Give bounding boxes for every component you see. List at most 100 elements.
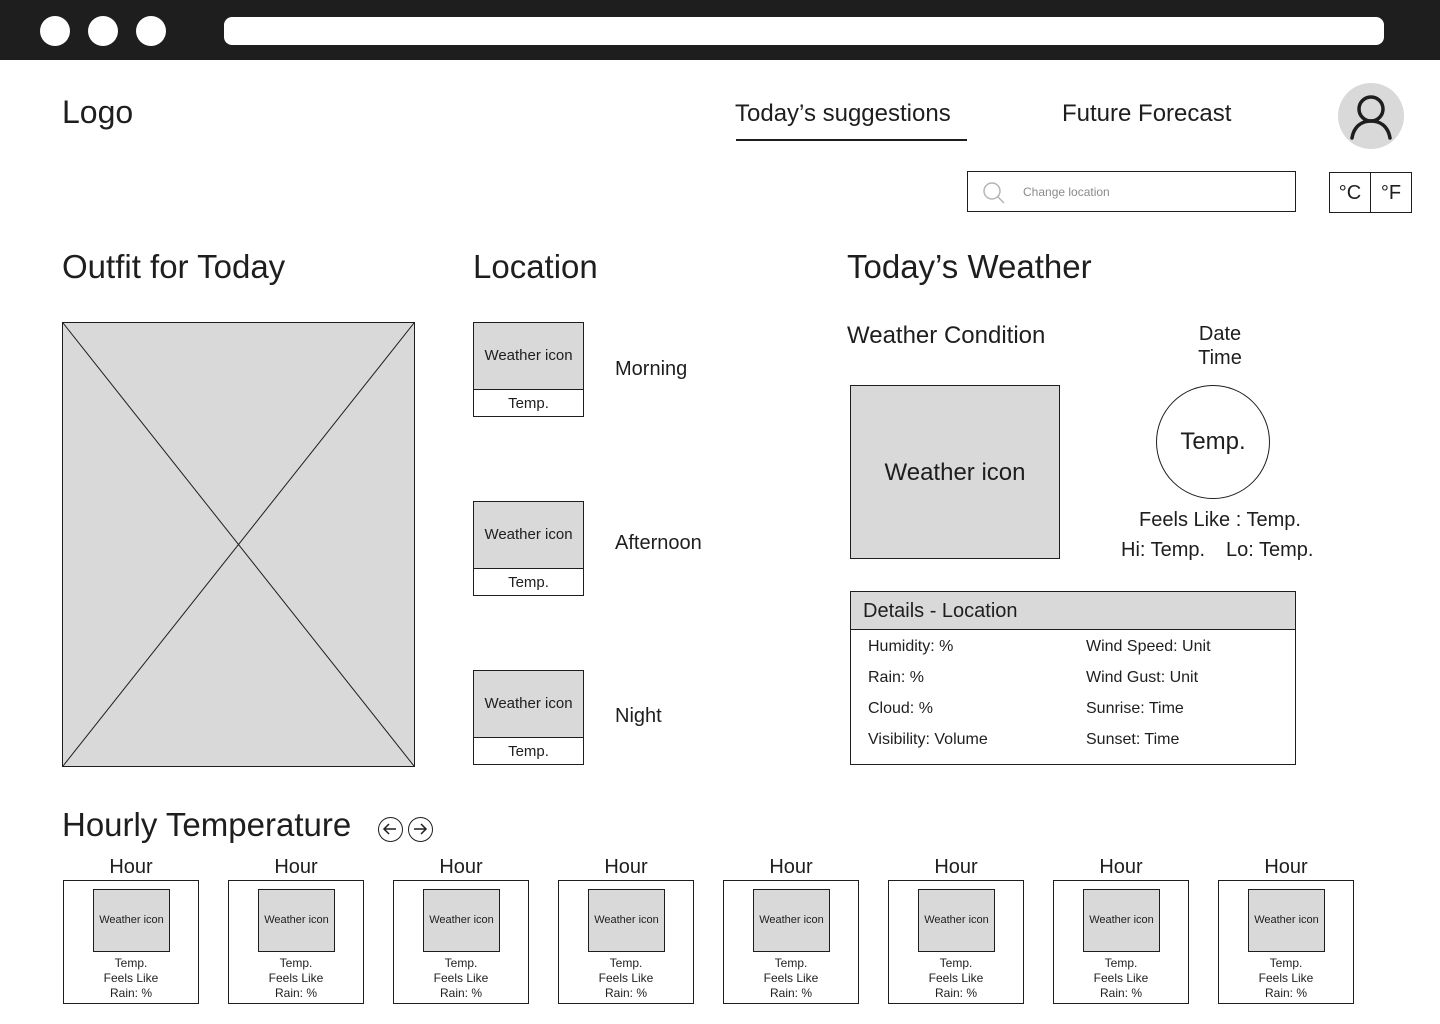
hour-feels-like: Feels Like — [1258, 971, 1314, 985]
detail-sunrise: Sunrise: Time — [1086, 700, 1184, 717]
weather-icon: Weather icon — [1248, 889, 1325, 952]
weather-icon: Weather icon — [474, 502, 583, 569]
weather-icon: Weather icon — [93, 889, 170, 952]
hour-card: Weather icon Temp. Feels Like Rain: % — [1053, 880, 1189, 1004]
hour-rain: Rain: % — [109, 986, 153, 1000]
hour-temp: Temp. — [114, 956, 148, 970]
high-temp: Hi: Temp. — [1121, 539, 1206, 561]
hour-rain: Rain: % — [274, 986, 318, 1000]
period-card-night: Weather icon Temp. — [473, 670, 584, 765]
period-card-afternoon: Weather icon Temp. — [473, 501, 584, 596]
weather-icon: Weather icon — [753, 889, 830, 952]
avatar[interactable] — [1338, 83, 1404, 149]
nav-todays-suggestions[interactable]: Today’s suggestions — [735, 100, 951, 127]
date-time: Date Time — [1160, 322, 1280, 370]
fahrenheit-toggle[interactable]: °F — [1370, 172, 1412, 213]
window-maximize-button[interactable] — [136, 16, 166, 46]
hour-label: Hour — [1099, 856, 1143, 878]
logo[interactable]: Logo — [62, 94, 134, 130]
window-close-button[interactable] — [40, 16, 70, 46]
hour-feels-like: Feels Like — [268, 971, 324, 985]
hour-temp: Temp. — [444, 956, 478, 970]
image-placeholder-icon — [62, 322, 415, 767]
hour-label: Hour — [769, 856, 813, 878]
detail-wind-speed: Wind Speed: Unit — [1086, 638, 1211, 655]
weather-icon: Weather icon — [850, 385, 1060, 559]
location-title: Location — [473, 248, 598, 285]
period-card-morning: Weather icon Temp. — [473, 322, 584, 417]
hour-label: Hour — [934, 856, 978, 878]
arrow-right-icon — [414, 823, 428, 835]
weather-icon: Weather icon — [474, 671, 583, 738]
address-bar[interactable] — [224, 17, 1384, 45]
weather-icon: Weather icon — [588, 889, 665, 952]
hour-label: Hour — [109, 856, 153, 878]
hour-label: Hour — [274, 856, 318, 878]
hour-card: Weather icon Temp. Feels Like Rain: % — [723, 880, 859, 1004]
search-input[interactable]: Change location — [967, 171, 1296, 212]
weather-condition: Weather Condition — [847, 322, 1046, 349]
hour-label: Hour — [1264, 856, 1308, 878]
hour-card: Weather icon Temp. Feels Like Rain: % — [393, 880, 529, 1004]
weather-icon: Weather icon — [474, 323, 583, 390]
hour-card: Weather icon Temp. Feels Like Rain: % — [888, 880, 1024, 1004]
feels-like: Feels Like : Temp. — [1139, 509, 1301, 531]
hour-label: Hour — [439, 856, 483, 878]
next-button[interactable] — [408, 817, 433, 842]
nav-future-forecast[interactable]: Future Forecast — [1062, 100, 1232, 127]
browser-chrome — [0, 0, 1440, 60]
hour-temp: Temp. — [774, 956, 808, 970]
hour-feels-like: Feels Like — [928, 971, 984, 985]
hour-temp: Temp. — [1269, 956, 1303, 970]
hour-rain: Rain: % — [604, 986, 648, 1000]
window-minimize-button[interactable] — [88, 16, 118, 46]
hour-card: Weather icon Temp. Feels Like Rain: % — [63, 880, 199, 1004]
weather-icon: Weather icon — [423, 889, 500, 952]
hour-rain: Rain: % — [934, 986, 978, 1000]
hour-feels-like: Feels Like — [103, 971, 159, 985]
nav-active-indicator — [736, 139, 967, 141]
detail-visibility: Visibility: Volume — [868, 731, 988, 748]
hour-rain: Rain: % — [439, 986, 483, 1000]
period-temp: Temp. — [508, 743, 549, 760]
details-panel: Details - Location Humidity: % Wind Spee… — [850, 591, 1296, 765]
hour-temp: Temp. — [939, 956, 973, 970]
outfit-image-placeholder — [62, 322, 415, 767]
detail-cloud: Cloud: % — [868, 700, 933, 717]
period-label-night: Night — [615, 705, 662, 727]
detail-rain: Rain: % — [868, 669, 925, 686]
period-label-morning: Morning — [615, 358, 688, 380]
period-label-afternoon: Afternoon — [615, 532, 702, 554]
hour-feels-like: Feels Like — [433, 971, 489, 985]
search-icon — [983, 182, 1005, 204]
user-icon — [1350, 95, 1392, 140]
hour-feels-like: Feels Like — [598, 971, 654, 985]
hour-rain: Rain: % — [1264, 986, 1308, 1000]
search-placeholder: Change location — [1023, 185, 1110, 199]
detail-sunset: Sunset: Time — [1086, 731, 1180, 748]
hourly-title: Hourly Temperature — [62, 806, 352, 843]
hour-rain: Rain: % — [769, 986, 813, 1000]
hour-temp: Temp. — [1104, 956, 1138, 970]
celsius-toggle[interactable]: °C — [1329, 172, 1371, 213]
hour-temp: Temp. — [279, 956, 313, 970]
weather-icon: Weather icon — [918, 889, 995, 952]
previous-button[interactable] — [378, 817, 403, 842]
hour-feels-like: Feels Like — [1093, 971, 1149, 985]
details-title: Details - Location — [851, 592, 1295, 630]
period-temp: Temp. — [508, 574, 549, 591]
detail-humidity: Humidity: % — [868, 638, 954, 655]
hour-card: Weather icon Temp. Feels Like Rain: % — [1218, 880, 1354, 1004]
weather-icon: Weather icon — [1083, 889, 1160, 952]
date-label: Date — [1198, 323, 1242, 345]
weather-icon: Weather icon — [258, 889, 335, 952]
hour-label: Hour — [604, 856, 648, 878]
hour-card: Weather icon Temp. Feels Like Rain: % — [558, 880, 694, 1004]
period-temp: Temp. — [508, 395, 549, 412]
hour-feels-like: Feels Like — [763, 971, 819, 985]
hour-temp: Temp. — [609, 956, 643, 970]
current-temp: Temp. — [1156, 385, 1270, 499]
low-temp: Lo: Temp. — [1226, 539, 1314, 561]
arrow-left-icon — [382, 823, 396, 835]
time-label: Time — [1198, 347, 1242, 369]
